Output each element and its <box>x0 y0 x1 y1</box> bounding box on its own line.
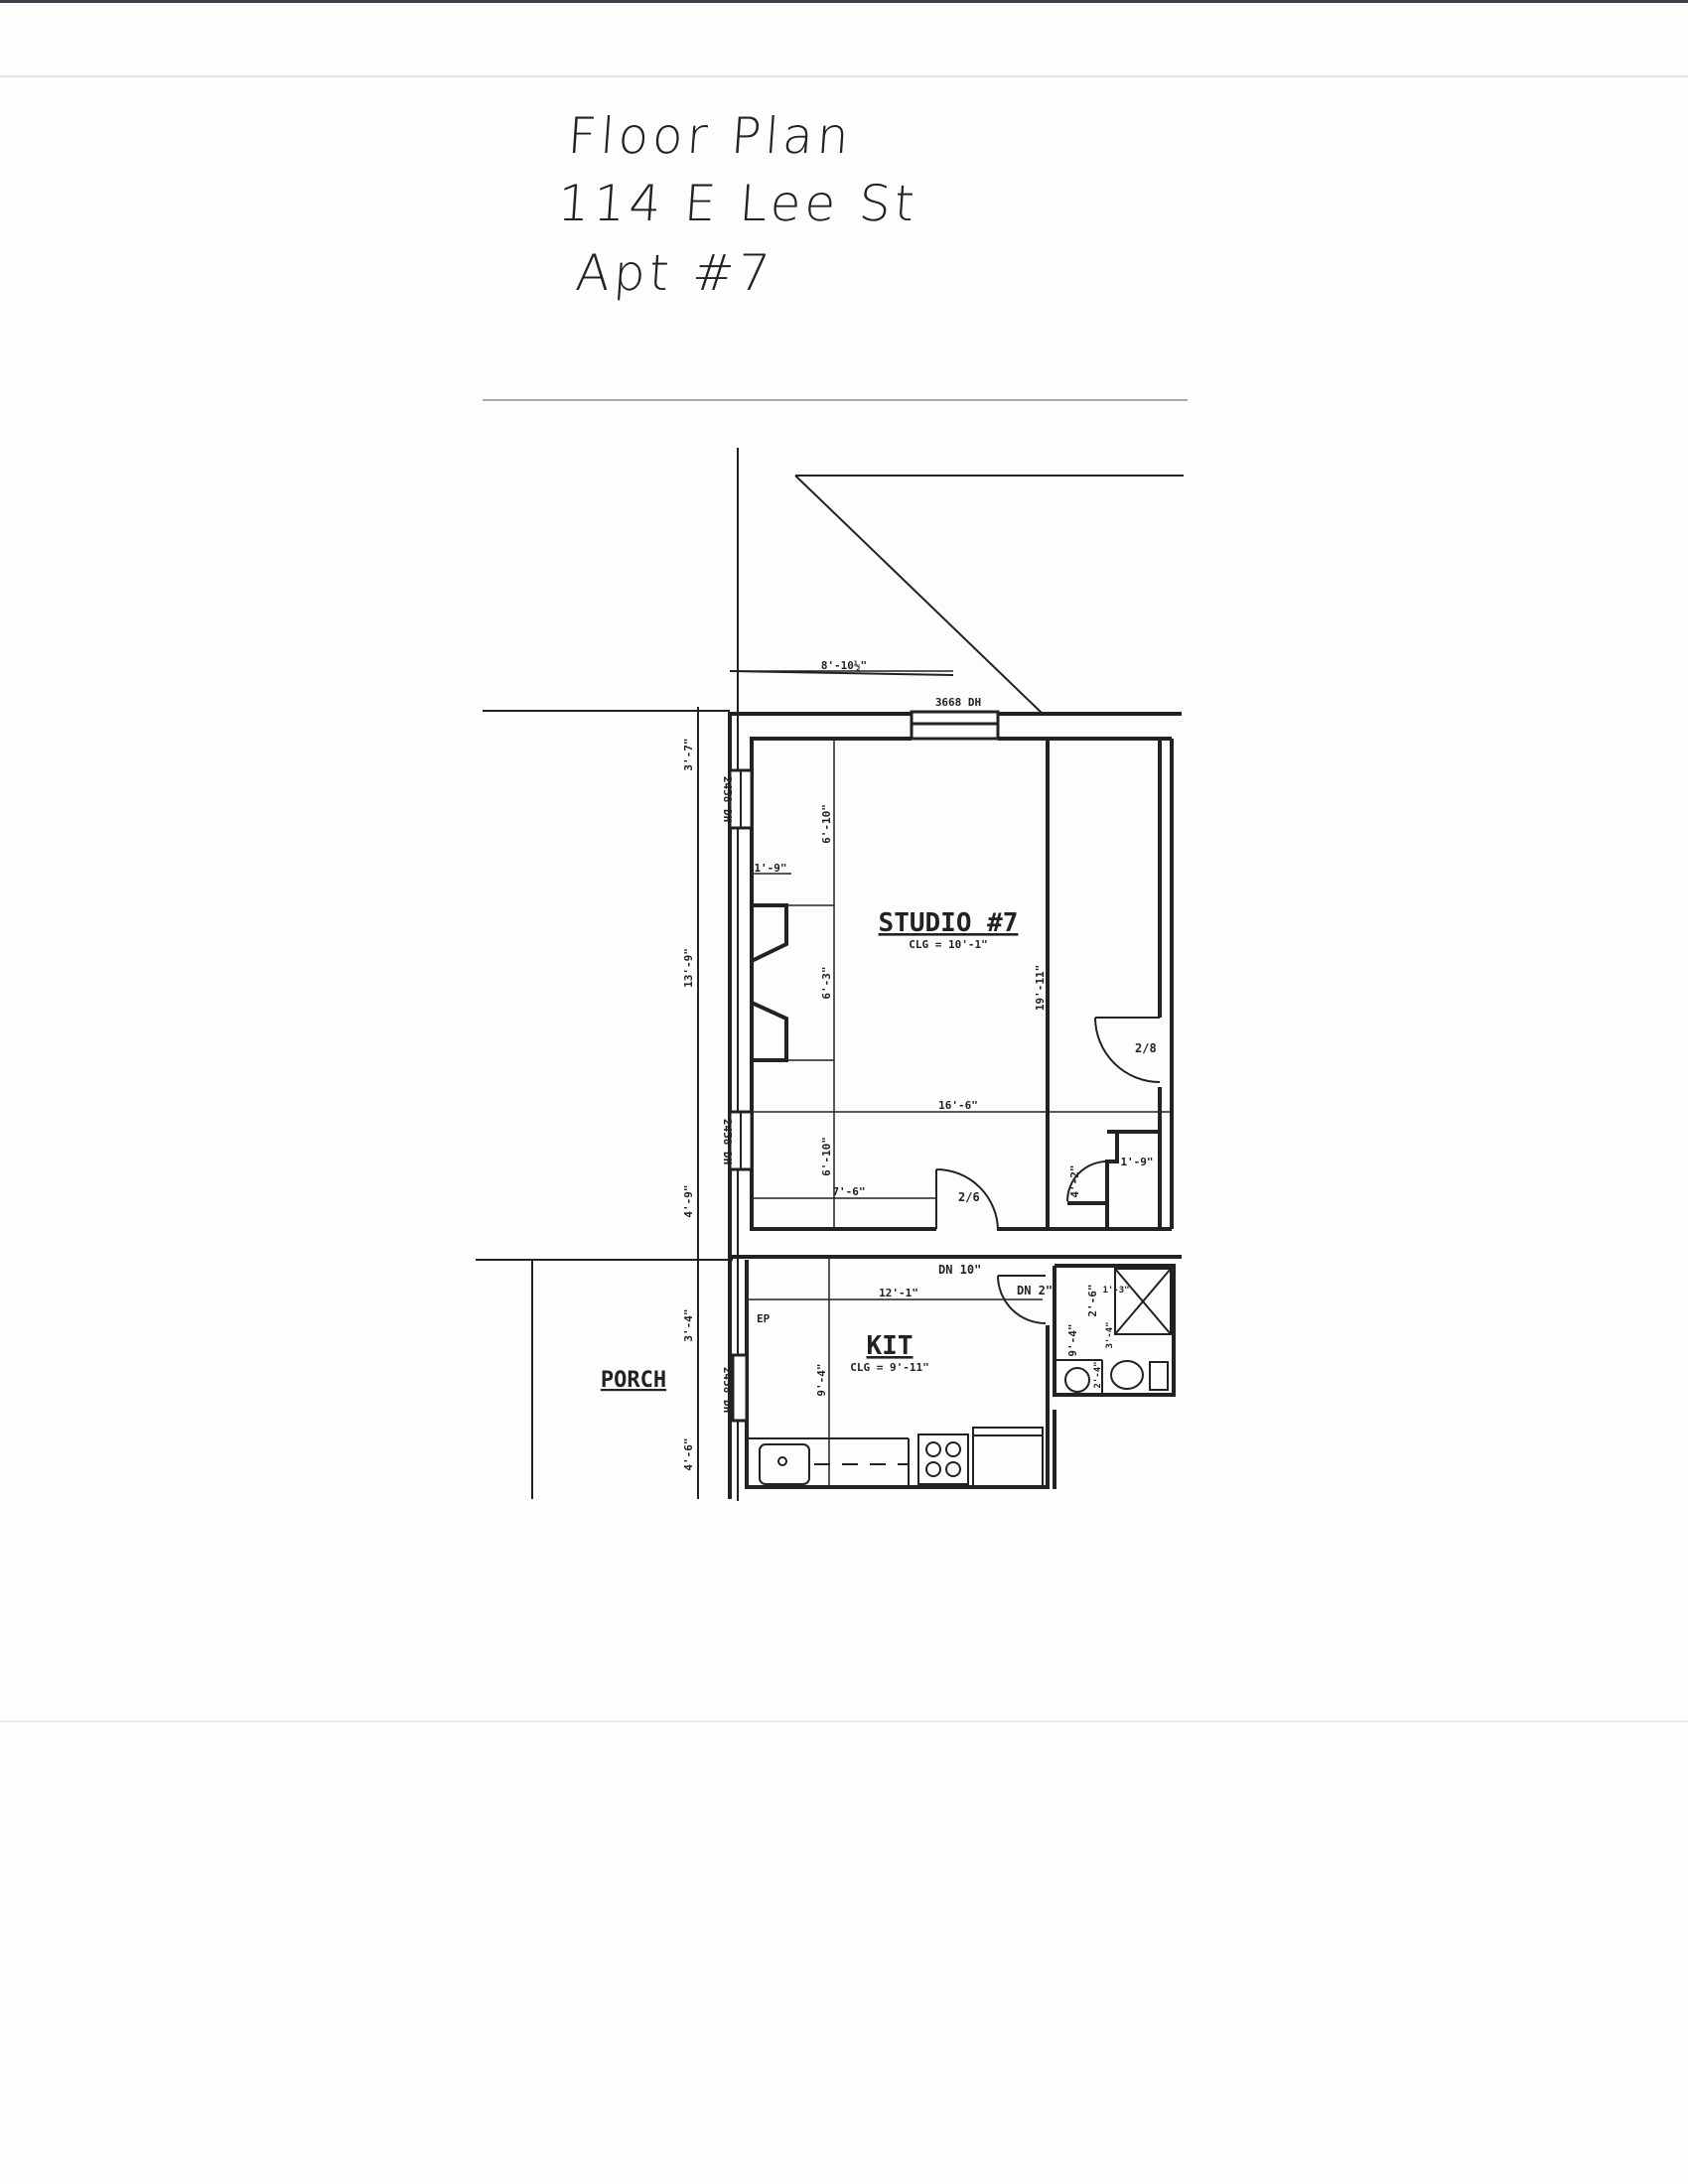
window-left-middle <box>728 1110 754 1171</box>
dim-closet-door: 4'-2" <box>1068 1164 1081 1197</box>
room-label-studio: STUDIO #7 <box>879 908 1019 938</box>
scan-page-edge <box>0 1720 1688 1722</box>
step-label-studio: DN 10" <box>938 1263 981 1277</box>
dim-studio-width: 16'-6" <box>938 1099 978 1112</box>
ceiling-height-kitchen: CLG = 9'-11" <box>850 1361 928 1374</box>
room-label-porch: PORCH <box>601 1368 666 1393</box>
bathroom-sink-icon <box>1055 1359 1103 1395</box>
dim-fireplace-depth: 1'-9" <box>754 862 786 875</box>
dim-kitchen-depth: 9'-4" <box>815 1363 828 1396</box>
door-studio-entry-swing <box>935 1168 999 1232</box>
window-label-top: 3668 DH <box>935 696 981 709</box>
shower-icon <box>1114 1268 1172 1335</box>
label-ep: EP <box>757 1312 771 1325</box>
scan-edge-line <box>0 75 1688 77</box>
refrigerator-icon <box>972 1427 1044 1488</box>
dim-bath-b: 1'-3" <box>1102 1286 1129 1296</box>
dim-left-lower: 4'-9" <box>682 1184 695 1217</box>
window-label-left-middle: 2458 DH <box>721 1119 734 1164</box>
room-label-kitchen: KIT <box>867 1331 914 1361</box>
door-kitchen-swing <box>997 1275 1047 1324</box>
stove-icon <box>917 1433 969 1485</box>
dim-fireplace-height: 6'-3" <box>820 966 833 999</box>
dim-studio-entry: 7'-6" <box>832 1185 865 1198</box>
dim-bath-depth: 9'-4" <box>1066 1323 1079 1356</box>
walls <box>728 712 1182 1499</box>
dim-studio-lower: 6'-10" <box>820 1137 833 1176</box>
dim-bath-a: 2'-6" <box>1086 1284 1099 1316</box>
dim-left-kitchen-upper: 3'-4" <box>682 1308 695 1341</box>
window-top <box>910 710 1000 741</box>
dim-top-offset: 8'-10½" <box>821 659 867 672</box>
window-left-kitchen <box>731 1353 749 1423</box>
dim-kitchen-width: 12'-1" <box>879 1287 918 1299</box>
scan-edge-top <box>0 0 1688 3</box>
dim-studio-upper: 6'-10" <box>820 804 833 844</box>
window-label-left-upper: 2458 DH <box>721 776 734 822</box>
dim-studio-depth: 19'-11" <box>1034 965 1047 1011</box>
door-label-closet: 2/8 <box>1135 1041 1157 1055</box>
step-label-kitchen: DN 2" <box>1017 1284 1053 1297</box>
ceiling-height-studio: CLG = 10'-1" <box>909 938 987 951</box>
door-closet-swing <box>1094 1017 1161 1083</box>
window-left-upper <box>728 768 754 830</box>
toilet-icon <box>1110 1360 1169 1391</box>
door-closet2-swing <box>1066 1160 1108 1202</box>
window-label-left-kitchen: 2458 DH <box>721 1367 734 1413</box>
dim-closet-width: 1'-9" <box>1120 1156 1153 1168</box>
dimension-lines <box>697 670 1172 1489</box>
kitchen-sink-icon <box>747 1437 910 1487</box>
dim-bath-c: 3'-4" <box>1105 1321 1115 1348</box>
door-label-studio-entry: 2/6 <box>958 1190 980 1204</box>
dim-left-middle: 13'-9" <box>682 948 695 988</box>
dim-bath-d: 2'-4" <box>1093 1361 1103 1388</box>
dim-left-kitchen-lower: 4'-6" <box>682 1437 695 1470</box>
dim-left-top: 3'-7" <box>682 738 695 770</box>
